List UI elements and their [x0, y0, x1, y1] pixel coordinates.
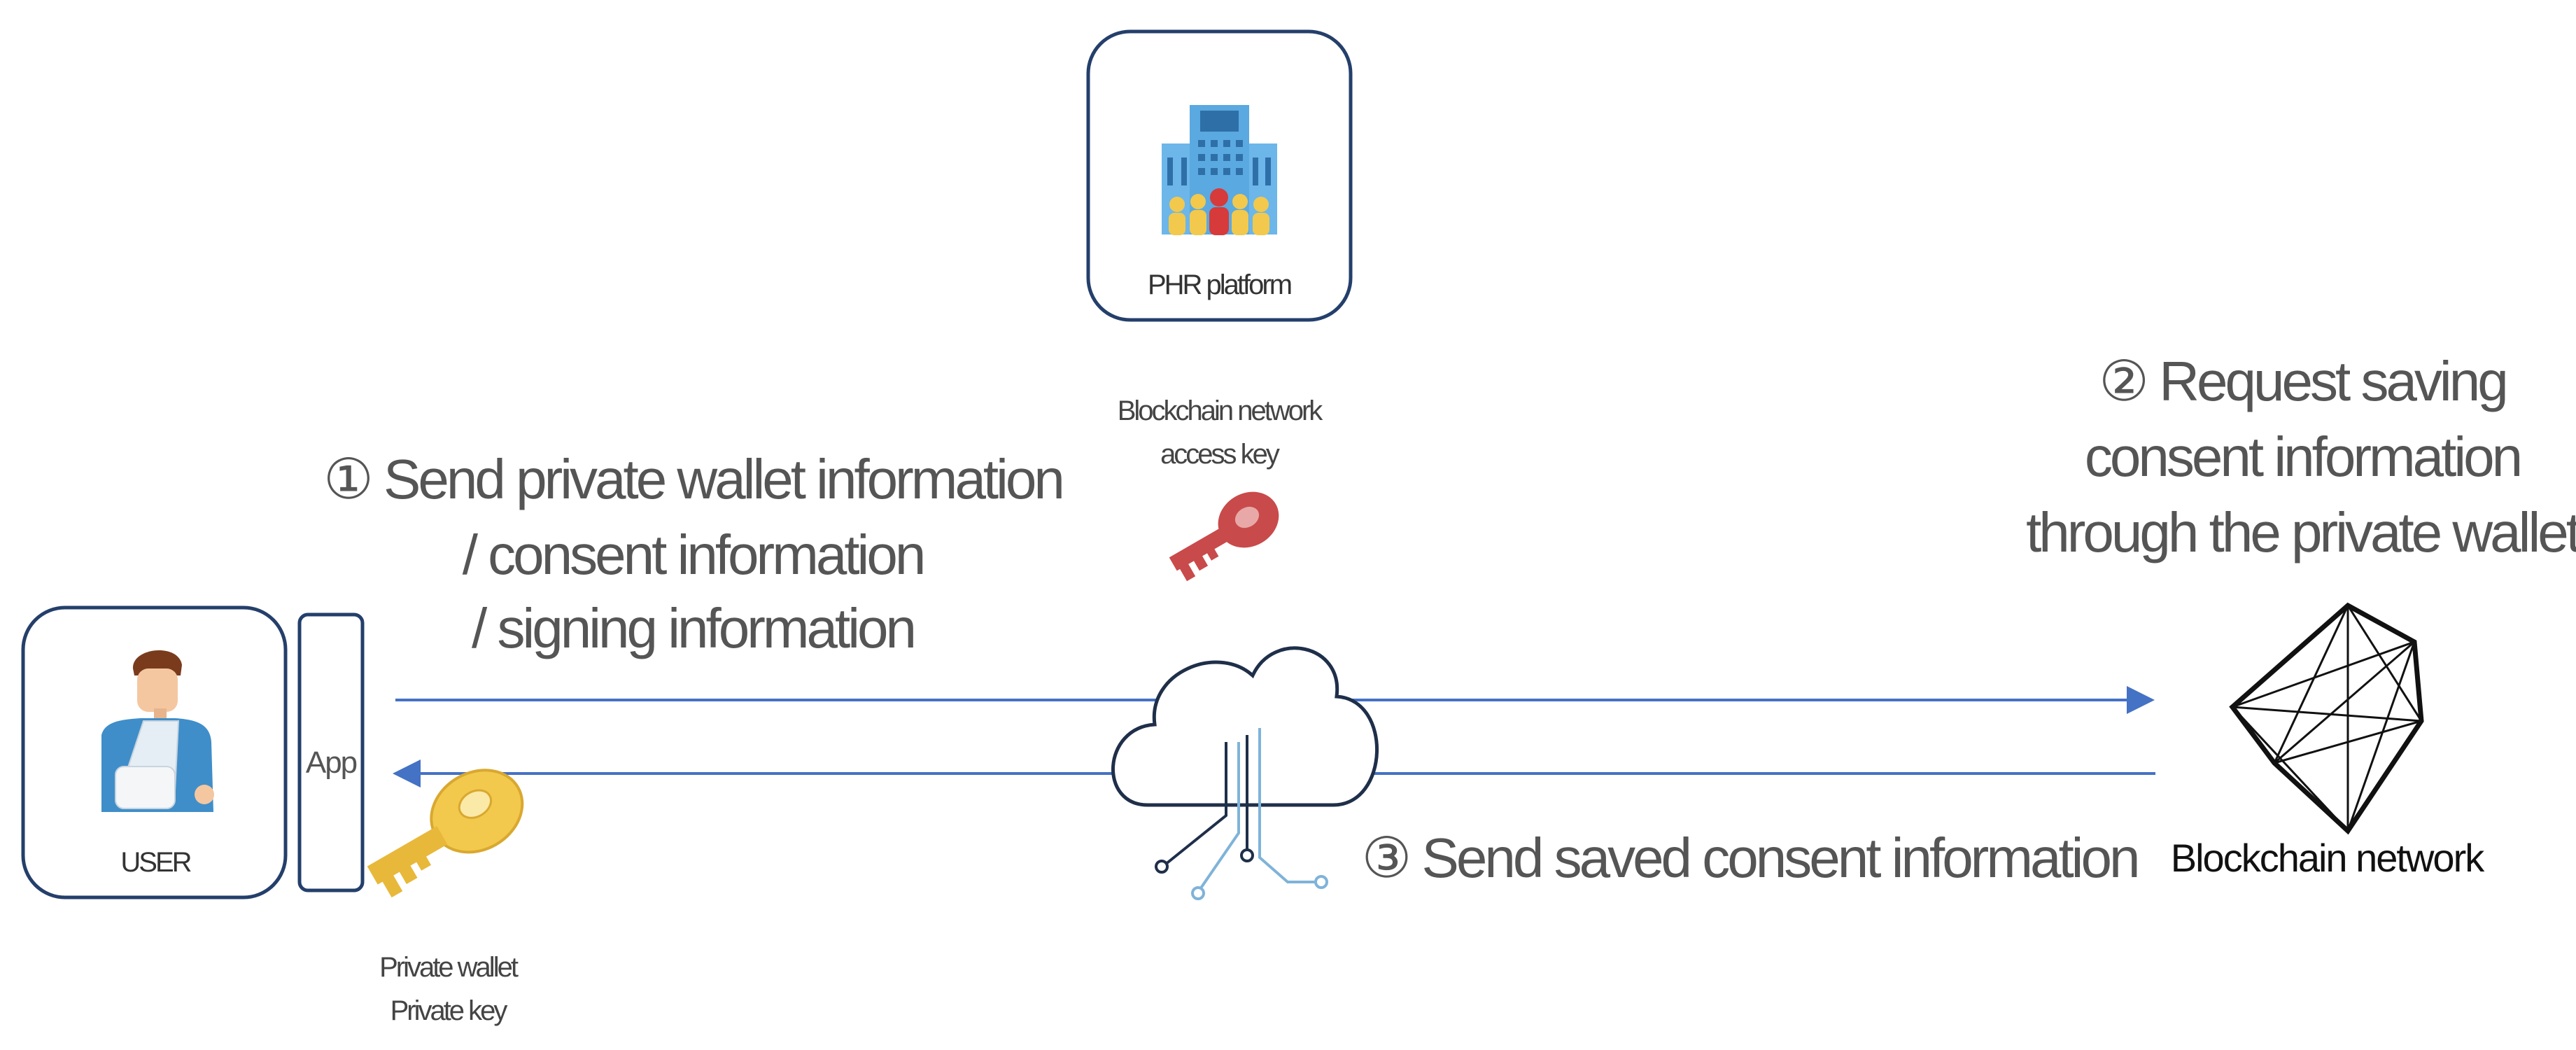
access-key-label-line2: access key	[1160, 439, 1280, 470]
blockchain-network-label: Blockchain network	[2171, 836, 2485, 880]
app-box	[297, 612, 365, 892]
step2-line1: ② Request saving	[2099, 350, 2505, 412]
user-label: USER	[120, 847, 191, 878]
step2-text: ② Request saving consent information thr…	[2026, 350, 2576, 564]
hospital-building-icon	[1162, 105, 1277, 235]
step3-text: ③ Send saved consent information	[1362, 827, 2138, 889]
step2-line2: consent information	[2085, 426, 2520, 488]
access-key-label-line1: Blockchain network	[1118, 396, 1324, 426]
app-label: App	[306, 746, 357, 780]
user-node: USER	[21, 606, 288, 899]
cloud-circuit-icon	[1111, 646, 1379, 900]
access-key-group: Blockchain network access key	[1118, 396, 1325, 582]
injured-person-icon	[101, 650, 214, 812]
private-key-label: Private wallet Private key	[379, 952, 521, 1026]
gold-key-icon	[367, 769, 524, 898]
step1-line1: ① Send private wallet information	[323, 448, 1062, 510]
phr-platform-label: PHR platform	[1148, 270, 1291, 300]
private-key-label-line2: Private key	[390, 995, 508, 1026]
hexagon-network-icon	[2229, 602, 2424, 835]
private-key-label-line1: Private wallet	[379, 952, 519, 983]
phr-platform-node: PHR platform	[1086, 29, 1353, 322]
step1-text: ① Send private wallet information / cons…	[323, 448, 1065, 659]
app-node: App	[297, 612, 365, 892]
step2-line3: through the private wallet	[2026, 501, 2576, 564]
red-key-icon	[1169, 491, 1279, 582]
blockchain-network-node: Blockchain network	[2171, 602, 2486, 880]
step1-line2: / consent information	[463, 524, 924, 586]
step1-line3: / signing information	[472, 597, 914, 659]
